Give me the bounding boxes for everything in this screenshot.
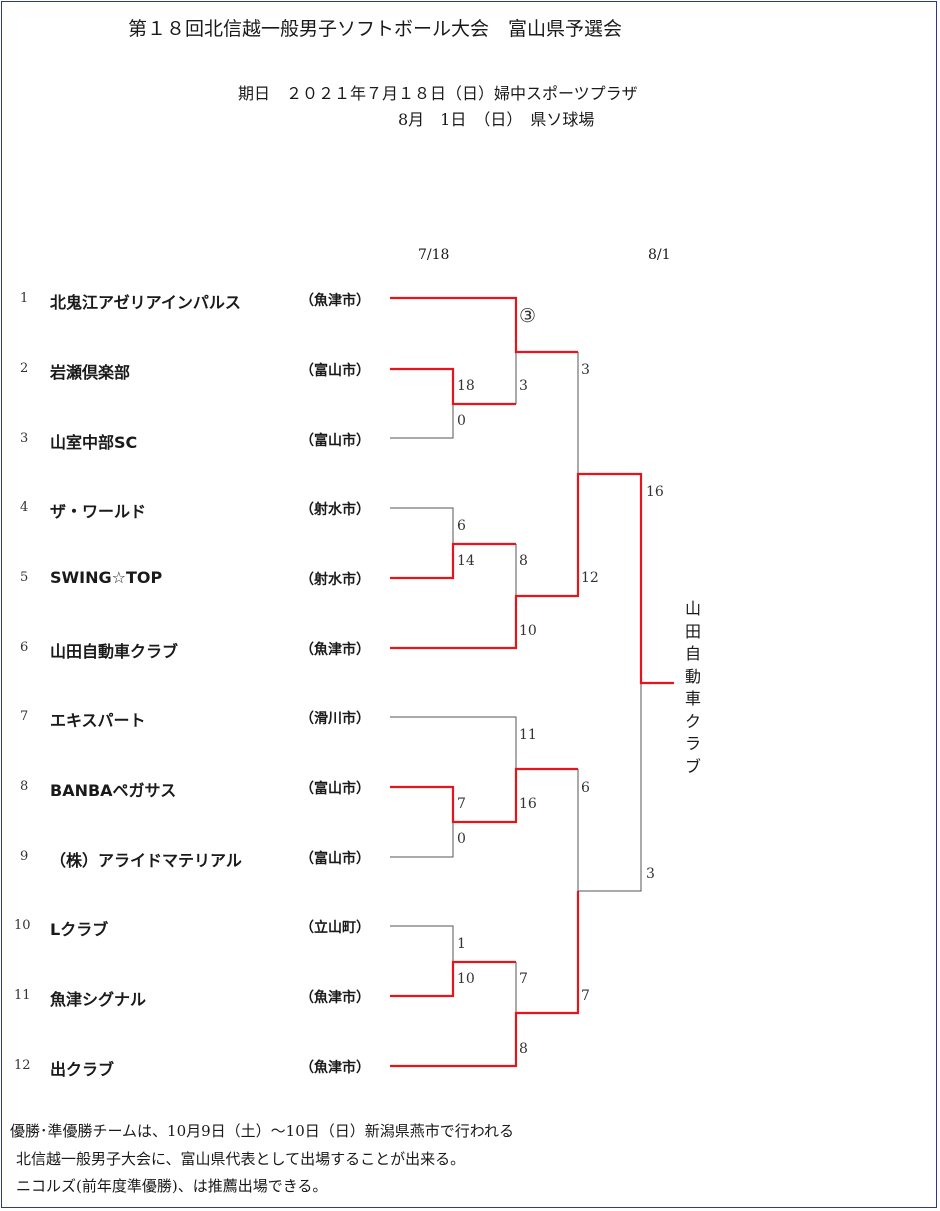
winner-lines [390, 296, 674, 1068]
round1-date-header: 7/18 [418, 247, 450, 263]
team-number: 6 [20, 640, 29, 655]
line-loser-t10 [390, 925, 454, 962]
team-name: 山田自動車クラブ [50, 642, 179, 661]
line-loser-t9 [390, 822, 454, 858]
date-line-1: 期日 ２０２１年７月１８日（日）婦中スポーツプラザ [238, 84, 638, 103]
team-name: 岩瀬倶楽部 [50, 363, 131, 382]
team-city: （魚津市） [300, 1060, 370, 1076]
score-r2d-bottom: 8 [519, 1041, 528, 1057]
date-line-2: 8月 1日 （日） 県ソ球場 [398, 110, 595, 129]
score-m1-bottom: 0 [457, 413, 466, 429]
team-number: 10 [14, 918, 31, 933]
score-m4-bottom: 0 [457, 831, 466, 847]
score-final-top: 16 [646, 484, 664, 500]
team-name: 魚津シグナル [50, 990, 147, 1009]
team-city: （滑川市） [300, 711, 370, 727]
score-r2c-top: 11 [519, 727, 537, 743]
team-city: （富山市） [300, 851, 370, 867]
line-winner-t6 [390, 472, 674, 685]
line-winner-t12 [390, 891, 580, 1068]
line-winner-t1 [390, 296, 578, 354]
score-r2d-top: 7 [519, 971, 528, 987]
team-city: （射水市） [300, 572, 370, 588]
score-r2a-mark: ③ [519, 305, 537, 327]
score-sf2-top: 6 [581, 780, 590, 796]
score-m2-bottom: 14 [457, 553, 475, 569]
team-number: 9 [20, 849, 29, 864]
team-name: ザ・ワールド [50, 502, 147, 521]
team-city: （立山町） [300, 920, 370, 936]
team-number: 4 [20, 500, 29, 515]
score-m3-top: 1 [457, 936, 466, 952]
score-m4-top: 7 [457, 796, 466, 812]
team-number: 1 [20, 291, 29, 306]
team-name: 山室中部SC [50, 433, 138, 452]
final-date-header: 8/1 [648, 247, 671, 263]
team-number: 7 [20, 709, 29, 724]
score-r2b-bottom: 10 [519, 623, 537, 639]
team-city: （魚津市） [300, 293, 370, 309]
line-winner-t8 [390, 767, 578, 824]
team-number: 3 [20, 431, 29, 446]
note-line-1: 優勝･準優勝チームは、10月9日（土）～10日（日）新潟県燕市で行われる [10, 1122, 515, 1140]
team-number: 12 [14, 1058, 31, 1073]
score-m2-top: 6 [457, 518, 466, 534]
team-city: （射水市） [300, 502, 370, 518]
team-city: （富山市） [300, 781, 370, 797]
team-name: 出クラブ [50, 1060, 115, 1079]
team-number: 8 [20, 779, 29, 794]
team-name: 北鬼江アゼリアインパルス [50, 293, 241, 312]
team-city: （魚津市） [300, 642, 370, 658]
team-city: （富山市） [300, 433, 370, 449]
loser-lines [390, 352, 642, 1013]
team-name: BANBAペガサス [50, 781, 177, 800]
tournament-title: 第１８回北信越一般男子ソフトボール大会 富山県予選会 [128, 18, 623, 40]
team-name: エキスパート [50, 711, 146, 730]
team-name: Lクラブ [50, 920, 109, 939]
score-m1-top: 18 [457, 378, 475, 394]
line-winner-t11 [390, 960, 516, 998]
score-r2a-top: 3 [519, 378, 528, 394]
note-line-2: 北信越一般男子大会に、富山県代表として出場することが出来る。 [16, 1150, 466, 1168]
team-number: 5 [20, 570, 29, 585]
line-loser-t3 [390, 404, 454, 439]
team-number: 2 [20, 361, 29, 376]
team-city: （富山市） [300, 363, 370, 379]
team-name: （株）アライドマテリアル [50, 851, 242, 870]
score-final-bottom: 3 [646, 866, 655, 882]
line-winner-t5 [390, 542, 516, 580]
team-name: SWING☆TOP [50, 568, 163, 587]
score-r2c-bottom: 16 [519, 796, 537, 812]
champion-name: 山田自動車クラブ [684, 599, 701, 776]
score-sf1-top: 3 [581, 362, 590, 378]
line-winner-t2 [390, 367, 516, 406]
line-loser-t4 [390, 507, 454, 544]
note-line-3: ニコルズ(前年度準優勝)、は推薦出場できる。 [16, 1177, 328, 1195]
score-sf1-bottom: 12 [581, 570, 599, 586]
score-r2b-top: 8 [519, 553, 528, 569]
team-number: 11 [14, 988, 31, 1003]
line-loser-sf2 [578, 683, 642, 892]
team-city: （魚津市） [300, 990, 370, 1006]
score-m3-bottom: 10 [457, 971, 475, 987]
score-sf2-bottom: 7 [581, 988, 590, 1004]
line-loser-t7 [390, 716, 517, 769]
